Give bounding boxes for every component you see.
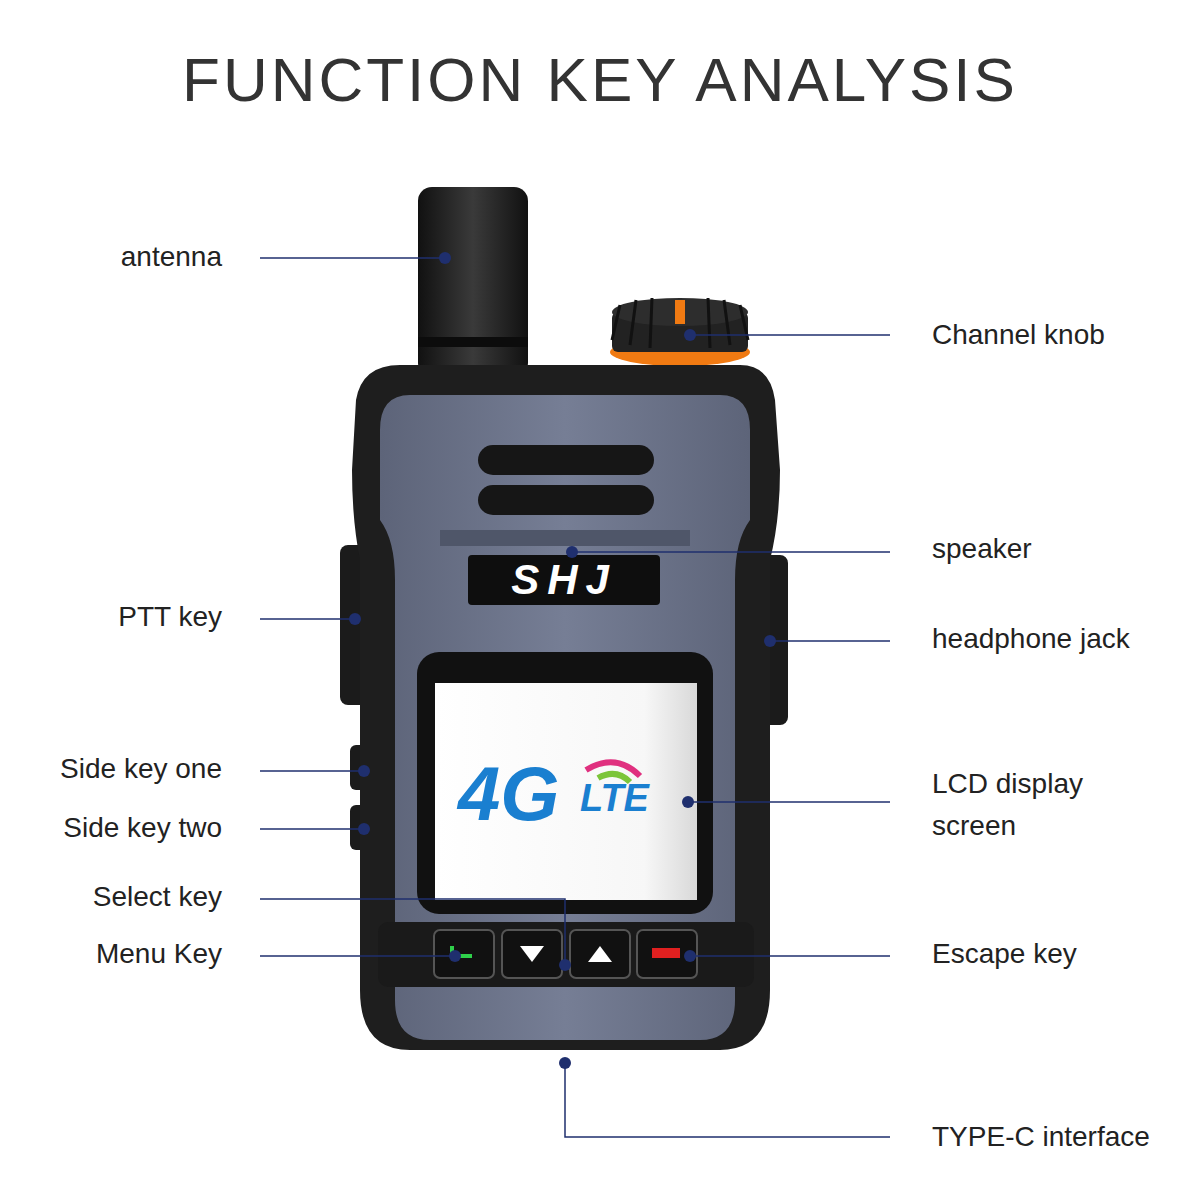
leader-line xyxy=(770,640,890,642)
logo-text: 4G xyxy=(458,752,588,836)
lcd-screen xyxy=(435,683,697,900)
body-shell xyxy=(352,365,780,1050)
up-triangle xyxy=(588,946,612,962)
knob-grip xyxy=(612,298,748,348)
leader-line xyxy=(260,899,565,965)
leader-line xyxy=(260,828,364,830)
leader-dot xyxy=(349,613,361,625)
leader-dot xyxy=(449,950,461,962)
keypad-base xyxy=(378,922,754,987)
part-label: antenna xyxy=(2,239,222,275)
leader-line xyxy=(260,770,364,772)
leader-line xyxy=(260,955,455,957)
leader-dot xyxy=(358,823,370,835)
leader-dot xyxy=(764,635,776,647)
antenna-body xyxy=(418,187,528,377)
speaker-slot xyxy=(478,445,654,475)
part-label: headphone jack xyxy=(932,621,1192,657)
diagram-title: FUNCTION KEY ANALYSIS xyxy=(0,40,1200,120)
part-label: Channel knob xyxy=(932,317,1192,353)
leader-line xyxy=(688,801,890,803)
leader-line xyxy=(690,334,890,336)
brand-text: SHJ xyxy=(468,556,660,604)
escape-button xyxy=(637,930,697,978)
leader-line xyxy=(690,955,890,957)
leader-line xyxy=(572,551,890,553)
screen-bezel xyxy=(417,652,713,914)
knob-marker xyxy=(675,300,685,324)
part-label: Side key two xyxy=(2,810,222,846)
part-label: Escape key xyxy=(932,936,1192,972)
part-label: Menu Key xyxy=(2,936,222,972)
leader-dot xyxy=(439,252,451,264)
leader-line xyxy=(565,1063,890,1137)
leader-dot xyxy=(559,959,571,971)
up-button xyxy=(570,930,630,978)
part-label: TYPE-C interface xyxy=(932,1119,1192,1155)
antenna-shape xyxy=(418,187,528,377)
part-label: PTT key xyxy=(2,599,222,635)
antenna-ring xyxy=(418,337,528,347)
leader-line xyxy=(260,257,445,259)
radio-body xyxy=(352,365,780,1050)
leader-dot xyxy=(684,950,696,962)
end-icon xyxy=(652,948,680,958)
logo-text: LTE xyxy=(580,776,690,820)
leader-dot xyxy=(682,796,694,808)
leader-dots xyxy=(349,252,776,1069)
brand-badge xyxy=(468,555,660,605)
menu-button xyxy=(434,930,494,978)
speaker-slot xyxy=(478,485,654,515)
down-button xyxy=(502,930,562,978)
part-label: speaker xyxy=(932,531,1192,567)
leader-dot xyxy=(684,329,696,341)
leader-dot xyxy=(559,1057,571,1069)
plate-groove xyxy=(440,530,690,546)
down-triangle xyxy=(520,946,544,962)
part-label: Select key xyxy=(2,879,222,915)
part-label: Side key one xyxy=(2,751,222,787)
leader-dot xyxy=(358,765,370,777)
part-label: LCD display screen xyxy=(932,763,1122,847)
leader-lines xyxy=(260,258,890,1137)
leader-line xyxy=(260,618,355,620)
